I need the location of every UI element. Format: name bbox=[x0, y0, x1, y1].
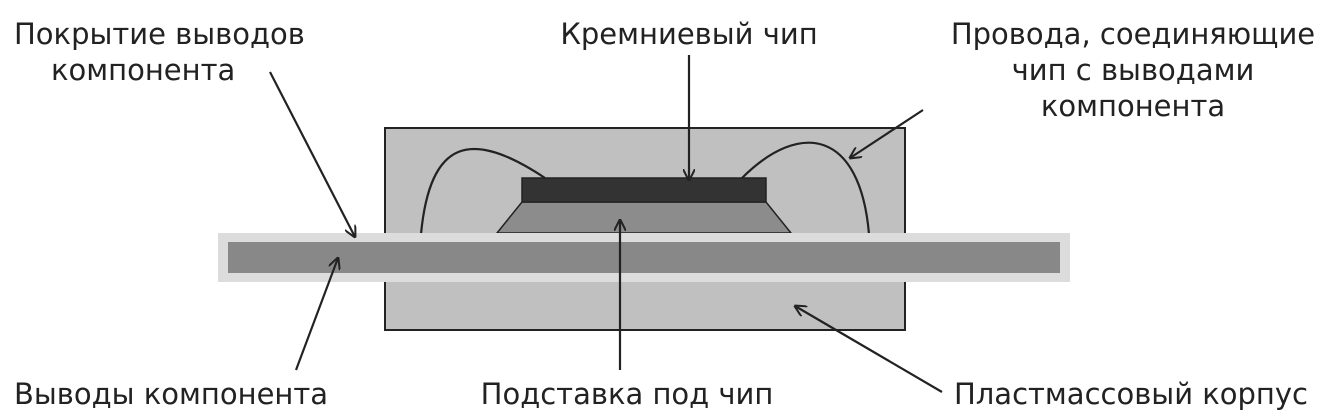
bond-wire-left bbox=[419, 147, 546, 235]
label-bond-wires-line1: Провода, соединяющие bbox=[951, 17, 1315, 51]
pointer-lead-coating bbox=[269, 71, 355, 237]
chip-pad bbox=[495, 201, 793, 234]
label-lead-coating-line1: Покрытие выводов bbox=[14, 17, 305, 51]
pointer-plastic-body bbox=[795, 306, 943, 393]
bond-wire-right bbox=[741, 141, 871, 235]
label-silicon-chip: Кремниевый чип bbox=[560, 17, 817, 51]
label-bond-wires-line3: компонента bbox=[1041, 89, 1225, 123]
label-bond-wires-line2: чип с выводами bbox=[1012, 53, 1255, 87]
label-chip-pad: Подставка под чип bbox=[481, 377, 774, 411]
pointer-component-leads bbox=[294, 258, 338, 371]
label-lead-coating-line2: компонента bbox=[51, 53, 235, 87]
pointer-bond-wires bbox=[850, 109, 924, 158]
lead-core bbox=[228, 242, 1060, 273]
label-plastic-body: Пластмассовый корпус bbox=[954, 377, 1308, 411]
label-component-leads: Выводы компонента bbox=[14, 377, 328, 411]
silicon-chip bbox=[521, 177, 767, 203]
